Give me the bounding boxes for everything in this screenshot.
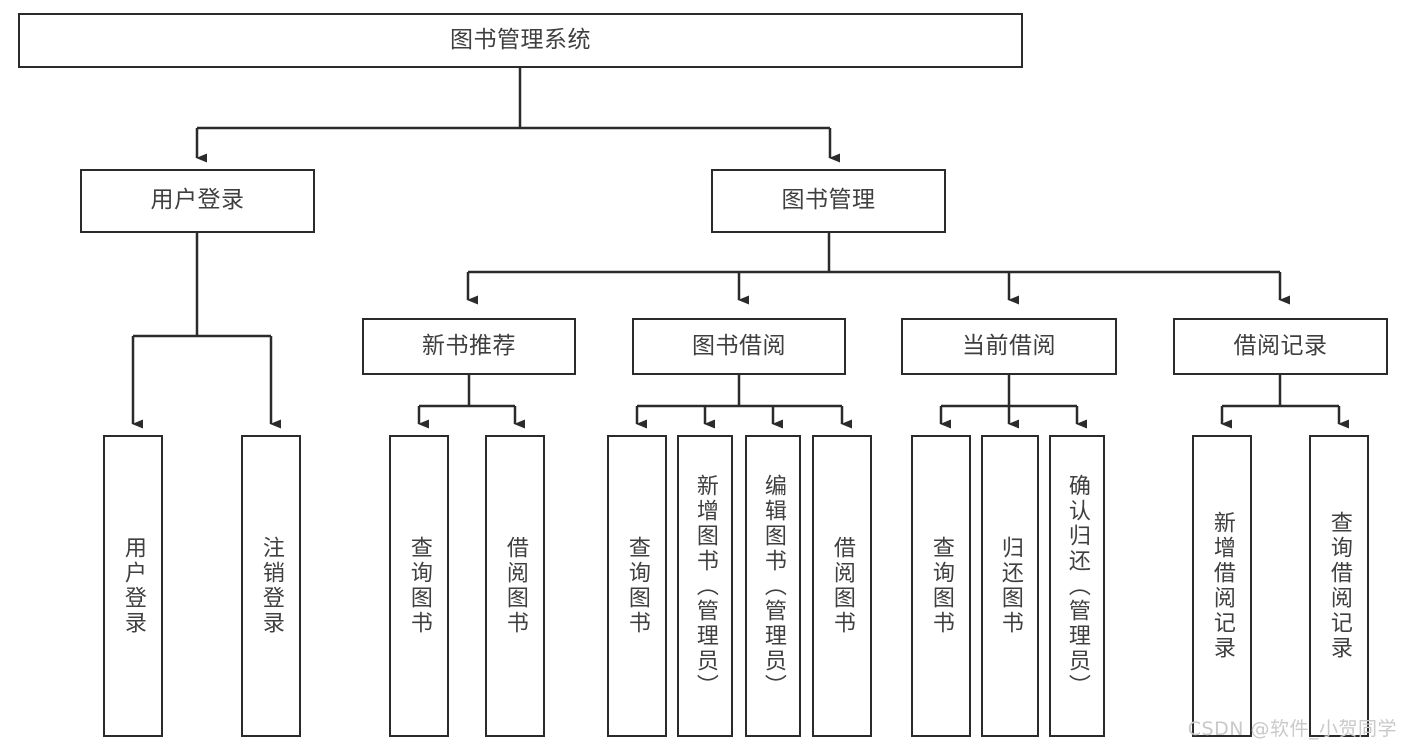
leaf-current-confirm-return[interactable]: 确认归还（管理员） [1049,435,1105,737]
node-label: 借阅图书 [502,536,528,636]
leaf-recommend-borrow-book[interactable]: 借阅图书 [485,435,545,737]
leaf-user-login-login[interactable]: 用户登录 [103,435,163,737]
leaf-user-login-logout[interactable]: 注销登录 [241,435,301,737]
node-label: 新书推荐 [422,332,516,359]
node-user-login[interactable]: 用户登录 [80,169,315,233]
node-label: 查询图书 [406,536,432,636]
leaf-current-return-book[interactable]: 归还图书 [981,435,1039,737]
node-label: 归还图书 [997,536,1023,636]
node-label: 图书管理 [781,187,876,214]
node-root-system[interactable]: 图书管理系统 [18,13,1023,68]
node-label: 查询图书 [928,536,954,636]
csdn-watermark: CSDN @软件_小贺同学 [1187,718,1397,740]
node-label: 图书借阅 [692,332,786,359]
node-label: 确认归还（管理员） [1064,473,1090,699]
node-label: 借阅记录 [1233,332,1328,359]
node-label: 用户登录 [120,536,146,636]
leaf-record-add-record[interactable]: 新增借阅记录 [1192,435,1252,737]
node-label: 图书管理系统 [450,26,591,53]
node-new-book-recommend[interactable]: 新书推荐 [362,318,576,375]
leaf-borrow-borrow-book[interactable]: 借阅图书 [812,435,872,737]
node-label: 当前借阅 [962,332,1056,359]
node-label: 新增借阅记录 [1209,511,1235,661]
node-borrow-record[interactable]: 借阅记录 [1173,318,1388,375]
node-label: 注销登录 [258,536,284,636]
node-label: 用户登录 [150,187,245,214]
node-label: 编辑图书（管理员） [760,473,786,699]
leaf-record-query-record[interactable]: 查询借阅记录 [1309,435,1369,737]
node-label: 查询图书 [624,536,650,636]
node-book-management[interactable]: 图书管理 [711,169,946,233]
node-label: 新增图书（管理员） [692,473,718,699]
node-label: 借阅图书 [829,536,855,636]
leaf-borrow-edit-book[interactable]: 编辑图书（管理员） [745,435,801,737]
node-book-borrow[interactable]: 图书借阅 [632,318,846,375]
node-label: 查询借阅记录 [1326,511,1352,661]
node-current-borrow[interactable]: 当前借阅 [901,318,1117,375]
leaf-borrow-query-book[interactable]: 查询图书 [607,435,667,737]
leaf-borrow-add-book[interactable]: 新增图书（管理员） [677,435,733,737]
leaf-recommend-query-book[interactable]: 查询图书 [389,435,449,737]
leaf-current-query-book[interactable]: 查询图书 [911,435,971,737]
